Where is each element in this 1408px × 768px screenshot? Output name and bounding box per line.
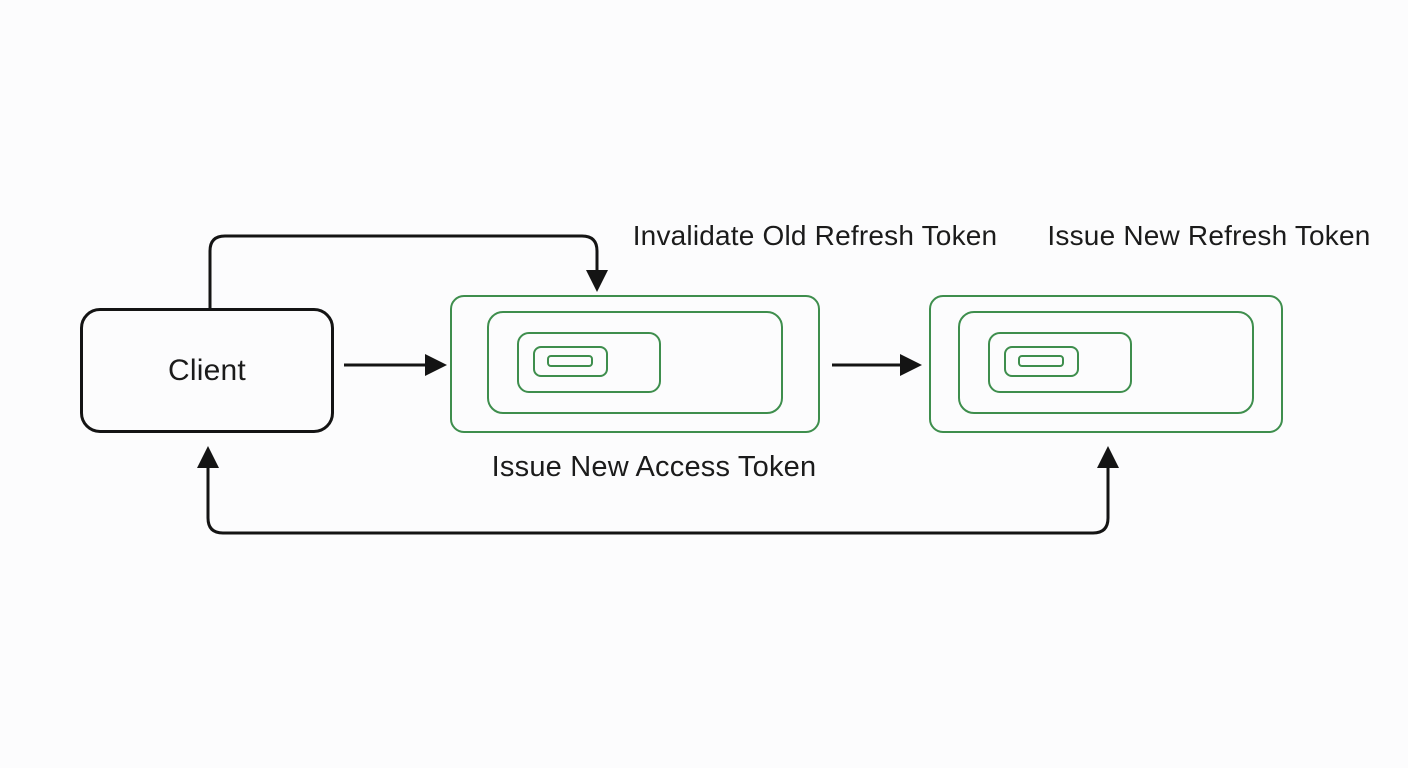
issue-new-access-token-label: Issue New Access Token [491, 451, 817, 483]
return-path-line [206, 466, 1110, 535]
token-icon-layer-4 [533, 346, 608, 377]
token-icon-layer-2 [958, 311, 1254, 414]
arrow-right-head-icon [425, 354, 447, 376]
invalidate-old-refresh-token-label: Invalidate Old Refresh Token [632, 220, 998, 251]
client-node-label: Client [168, 353, 246, 387]
arrow-up-head-icon [1097, 446, 1119, 468]
refresh-token-node [929, 295, 1283, 433]
client-node: Client [80, 308, 334, 433]
arrow-up-head-icon [197, 446, 219, 468]
arrow-client-to-invalidate-line [208, 234, 599, 308]
token-icon-layer-5 [547, 355, 593, 367]
access-token-node [450, 295, 820, 433]
issue-new-refresh-token-label: Issue New Refresh Token [1047, 220, 1371, 251]
arrow-down-head-icon [586, 270, 608, 292]
arrow-right-head-icon [900, 354, 922, 376]
token-icon-layer-2 [487, 311, 783, 414]
token-icon-layer-3 [517, 332, 661, 393]
token-icon-layer-3 [988, 332, 1132, 393]
token-icon-layer-4 [1004, 346, 1079, 377]
token-icon-layer-5 [1018, 355, 1064, 367]
